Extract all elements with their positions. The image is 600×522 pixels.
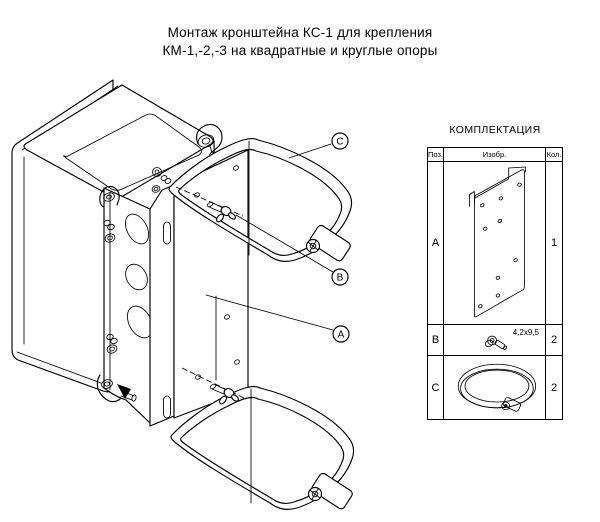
cable-entry-knockout	[125, 263, 148, 291]
bracket-hole	[224, 314, 230, 320]
kit-row-c-qty: 2	[550, 381, 558, 394]
callout-b: B	[235, 214, 349, 286]
leader-line	[235, 214, 334, 273]
kit-table: Поз. Изобр. Кол. A 1 B	[427, 147, 563, 420]
bracket-face	[173, 149, 249, 419]
bracket-hole	[194, 192, 200, 198]
wing-screw-bottom	[181, 367, 247, 405]
leader-line	[288, 143, 332, 159]
bracket-hole	[234, 359, 240, 365]
screw-washer-set	[106, 333, 118, 354]
screw-axis-dashed	[181, 367, 247, 400]
drawing-title-line2: КМ-1,-2,-3 на квадратные и круглые опоры	[162, 43, 438, 58]
kit-row-a-pos: A	[428, 162, 444, 325]
kit-col-qty: Кол.	[546, 148, 562, 162]
kit-row-b-image: 4,2x9,5	[444, 325, 546, 356]
screw-icon	[484, 335, 507, 350]
kit-col-image: Изобр.	[444, 148, 546, 162]
callout-bubble	[331, 132, 349, 150]
kit-row-a-image	[444, 162, 546, 325]
kit-row-a-qty: 1	[546, 162, 562, 325]
mounting-slot	[163, 221, 171, 245]
kit-row-b-qty: 2	[546, 325, 562, 356]
kit-row-b-size-note: 4,2x9,5	[512, 328, 539, 337]
screw-washer-set	[103, 219, 116, 243]
top-recess-panel	[63, 113, 202, 191]
clamp-tab-hole	[233, 165, 239, 171]
band-clamp-icon	[457, 363, 537, 412]
kit-row-c-image	[444, 356, 546, 419]
drawing-title: Монтаж кронштейна КС-1 для крепления КМ-…	[0, 24, 600, 60]
kit-row-c-pos: C	[428, 356, 444, 419]
mounting-ear-bottom-left	[96, 374, 137, 403]
kit-heading: КОМПЛЕКТАЦИЯ	[449, 124, 541, 136]
callout-a: A	[205, 294, 350, 343]
mounting-ear-top-left	[99, 185, 120, 208]
kit-row-b-pos: B	[428, 325, 444, 356]
callout-label-b: B	[337, 273, 344, 284]
mounting-slot	[163, 395, 171, 419]
callout-bubble	[332, 325, 350, 343]
callout-c: C	[288, 132, 349, 159]
bracket-flange	[149, 184, 175, 427]
enclosure-front-face	[103, 187, 153, 424]
screw-washer-set	[151, 167, 172, 193]
cable-entry-knockout	[124, 213, 150, 245]
screw-axis-dashed	[175, 186, 244, 217]
bracket-plate	[149, 149, 249, 427]
callout-label-a: A	[338, 330, 345, 341]
wing-screw-top	[175, 186, 244, 223]
drawing-title-line1: Монтаж кронштейна КС-1 для крепления	[167, 25, 433, 40]
callout-bubble	[331, 268, 349, 286]
callout-label-c: C	[336, 137, 343, 148]
bracket-plate-icon	[469, 166, 526, 317]
band-clamp-top	[168, 138, 353, 263]
kit-col-pos: Поз.	[428, 148, 444, 162]
leader-line	[205, 294, 334, 331]
bracket-hole	[195, 374, 201, 380]
